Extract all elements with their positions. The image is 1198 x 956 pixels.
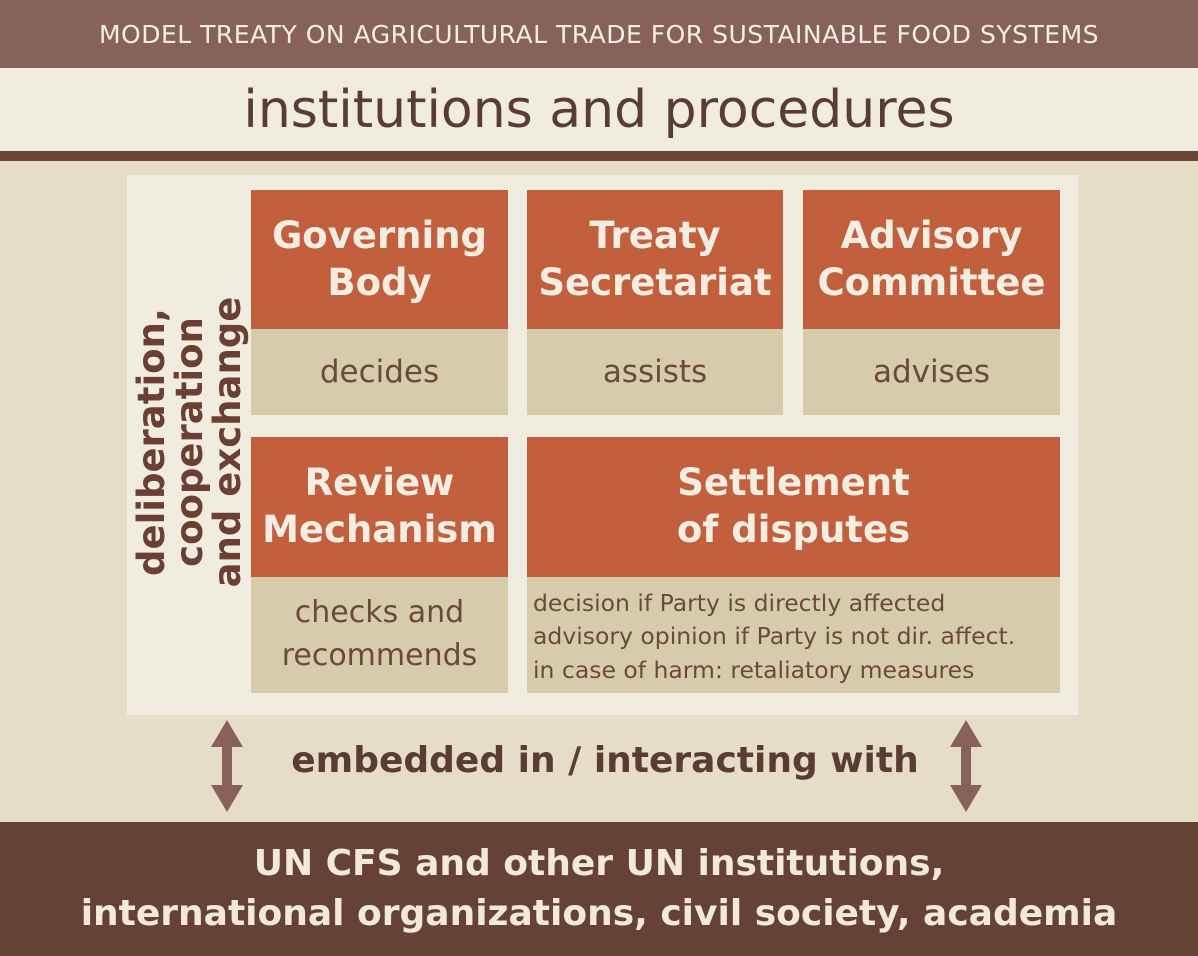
settlement-of-disputes-role: decision if Party is directly affected a… [527, 577, 1060, 693]
settlement-of-disputes-title-line-1: Settlement [677, 461, 910, 505]
settlement-of-disputes-title: Settlement of disputes [527, 437, 1060, 577]
advisory-committee-title-line-1: Advisory [840, 213, 1023, 257]
title-divider [0, 151, 1198, 161]
double-arrow-left-icon [211, 720, 243, 812]
governing-body-role: decides [251, 329, 508, 415]
review-mechanism-role-line-1: checks and [294, 595, 465, 631]
advisory-committee-role-line-1: advises [872, 354, 990, 390]
external-institutions: UN CFS and other UN institutions, intern… [0, 822, 1198, 956]
settlement-of-disputes-role-line-2: advisory opinion if Party is not dir. af… [533, 622, 1016, 651]
review-mechanism-role-line-2: recommends [281, 638, 478, 673]
governing-body-title: Governing Body [251, 190, 508, 329]
advisory-committee-title: Advisory Committee [803, 190, 1060, 329]
treaty-secretariat-title: Treaty Secretariat [527, 190, 783, 329]
advisory-committee-title-line-2: Committee [817, 260, 1046, 304]
embedded-connector-label: embedded in / interacting with [291, 739, 919, 781]
governing-body-title-line-1: Governing [271, 213, 488, 257]
treaty-secretariat-role: assists [527, 329, 783, 415]
governing-body-role-line-1: decides [319, 354, 440, 390]
governing-body-title-line-2: Body [327, 260, 432, 304]
treaty-banner: MODEL TREATY ON AGRICULTURAL TRADE FOR S… [0, 0, 1198, 68]
external-institutions-line-2: international organizations, civil socie… [80, 893, 1118, 934]
review-mechanism-title: Review Mechanism [251, 437, 508, 577]
advisory-committee-role: advises [803, 329, 1060, 415]
settlement-of-disputes-title-line-2: of disputes [676, 508, 911, 551]
side-label-line-1: deliberation, cooperation [130, 308, 212, 576]
side-label-line-2: and exchange [205, 296, 249, 588]
settlement-of-disputes-role-line-1: decision if Party is directly affected [533, 589, 946, 617]
settlement-of-disputes-role-line-3: in case of harm: retaliatory measures [533, 655, 975, 684]
external-institutions-line-1: UN CFS and other UN institutions, [253, 843, 945, 885]
review-mechanism-title-line-1: Review [304, 461, 455, 505]
side-label: deliberation, cooperation and exchange [130, 192, 248, 692]
double-arrow-right-icon [950, 720, 982, 812]
treaty-secretariat-role-line-1: assists [602, 354, 708, 390]
treaty-secretariat-title-line-2: Secretariat [538, 260, 772, 304]
review-mechanism-title-line-2: Mechanism [262, 508, 497, 551]
treaty-secretariat-title-line-1: Treaty [589, 213, 721, 257]
review-mechanism-role: checks and recommends [251, 577, 508, 693]
page-title: institutions and procedures [0, 68, 1198, 151]
